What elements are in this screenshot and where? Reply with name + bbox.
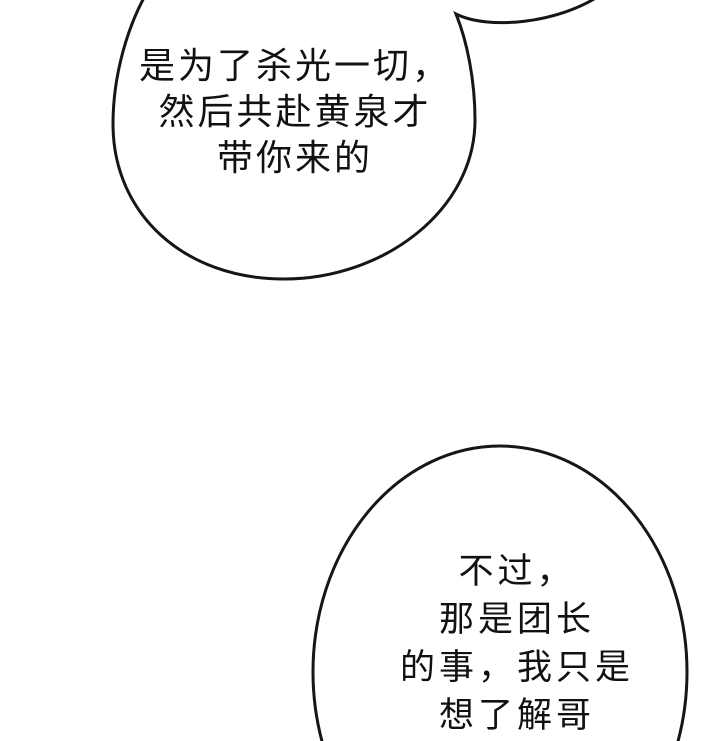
dialogue-line: 想了解哥 bbox=[438, 696, 596, 735]
dialogue-line: 然后共赴黄泉才 bbox=[158, 91, 432, 132]
speech-bubble-bottom-outline bbox=[311, 444, 689, 741]
dialogue-line: 那是团长 bbox=[438, 600, 596, 639]
dialogue-line: 不过， bbox=[458, 552, 576, 591]
dialogue-line: 的事，我只是 bbox=[399, 648, 635, 687]
speech-bubble-top-text: 是为了杀光一切， 然后共赴黄泉才 带你来的 bbox=[139, 43, 451, 181]
dialogue-line: 带你来的 bbox=[216, 137, 374, 178]
dialogue-line: 是为了杀光一切， bbox=[138, 45, 452, 86]
speech-bubble-top-outline bbox=[111, 0, 596, 281]
speech-bubble-bottom-text: 不过， 那是团长 的事，我只是 想了解哥 bbox=[400, 548, 634, 740]
